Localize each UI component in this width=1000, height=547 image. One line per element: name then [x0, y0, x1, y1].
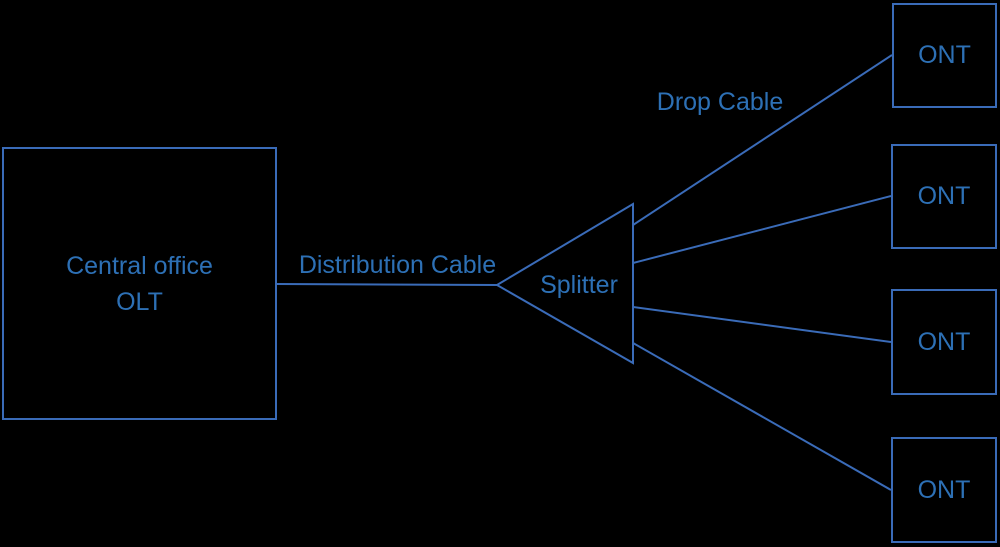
central-office-label: Central office OLT: [66, 248, 213, 320]
ont-node-4: ONT: [891, 437, 997, 543]
ont-label: ONT: [917, 475, 971, 504]
ont-node-3: ONT: [891, 289, 997, 395]
central-office-label-line1: Central office: [66, 251, 213, 280]
central-office-label-line2: OLT: [116, 287, 163, 316]
distribution-cable-label: Distribution Cable: [298, 251, 497, 279]
splitter-shape: [495, 202, 634, 365]
distribution-cable-line: [276, 283, 498, 286]
drop-cable-line-3: [632, 306, 892, 343]
ont-label: ONT: [917, 327, 971, 356]
drop-cable-line-2: [632, 195, 892, 264]
ont-label: ONT: [917, 182, 971, 210]
drop-cable-label: Drop Cable: [656, 88, 784, 116]
ont-node-2: ONT: [891, 144, 997, 249]
ont-node-1: ONT: [892, 3, 997, 108]
splitter-label: Splitter: [540, 271, 618, 299]
drop-cable-line-4: [632, 342, 892, 491]
drop-cable-line-1: [632, 54, 893, 226]
central-office-olt-node: Central office OLT: [2, 147, 277, 420]
ont-label: ONT: [918, 41, 971, 69]
